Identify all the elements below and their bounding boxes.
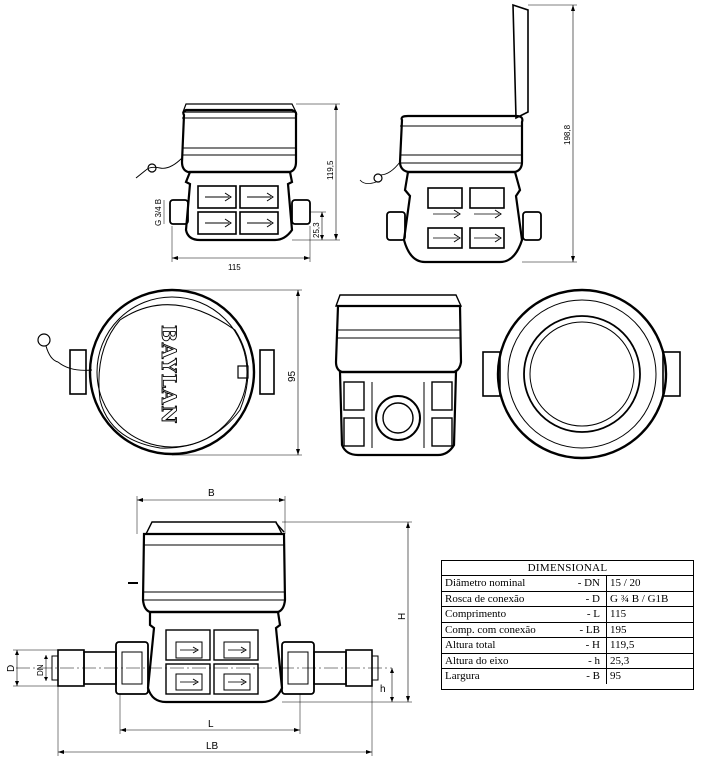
front-axis-height-label: 25,3 xyxy=(312,222,321,238)
front-view xyxy=(135,103,340,262)
dimension-table-title: DIMENSIONAL xyxy=(442,561,693,576)
row-code: - L xyxy=(548,606,607,623)
row-value: 119,5 xyxy=(606,637,693,654)
dim-label-L: L xyxy=(208,719,214,730)
dim-label-H: H xyxy=(397,613,408,620)
table-row: Largura - B 95 xyxy=(442,668,693,684)
row-code: - LB xyxy=(548,622,607,638)
row-code: - H xyxy=(548,637,607,654)
row-value: G ¾ B / G1B xyxy=(606,591,693,607)
row-value: 95 xyxy=(606,668,693,684)
top-width-label: 95 xyxy=(287,370,298,382)
bottom-view xyxy=(482,288,681,460)
row-name: Altura total xyxy=(442,637,548,654)
row-name: Comp. com conexão xyxy=(442,622,548,638)
row-name: Diâmetro nominal xyxy=(442,576,548,592)
row-value: 195 xyxy=(606,622,693,638)
row-name: Altura do eixo xyxy=(442,653,548,669)
row-code: - DN xyxy=(548,576,607,592)
front-width-label: 115 xyxy=(228,263,241,272)
row-name: Rosca de conexão xyxy=(442,591,548,607)
row-code: - D xyxy=(548,591,607,607)
top-view xyxy=(37,288,302,456)
row-name: Largura xyxy=(445,670,480,683)
front-total-height-label: 119,5 xyxy=(326,160,335,180)
row-code: - h xyxy=(548,653,607,669)
dim-label-B: B xyxy=(208,488,215,499)
brand-logo: BAYLAN xyxy=(157,325,181,425)
dim-label-h: h xyxy=(380,684,386,695)
row-code: - B xyxy=(586,670,600,683)
row-value: 15 / 20 xyxy=(606,576,693,592)
section-view xyxy=(13,496,412,756)
dim-label-LB: LB xyxy=(206,741,219,752)
row-value: 115 xyxy=(606,606,693,623)
dim-label-DN: DN xyxy=(36,664,45,676)
inlet-view xyxy=(334,294,463,457)
front-thread-label: G 3/4 B xyxy=(154,199,163,226)
row-name: Comprimento xyxy=(442,606,548,623)
row-value: 25,3 xyxy=(606,653,693,669)
side-height-label: 198,8 xyxy=(563,124,572,145)
brand-logo-text: BAYLAN xyxy=(157,325,181,425)
side-view xyxy=(359,3,577,264)
dim-label-D: D xyxy=(6,665,17,672)
